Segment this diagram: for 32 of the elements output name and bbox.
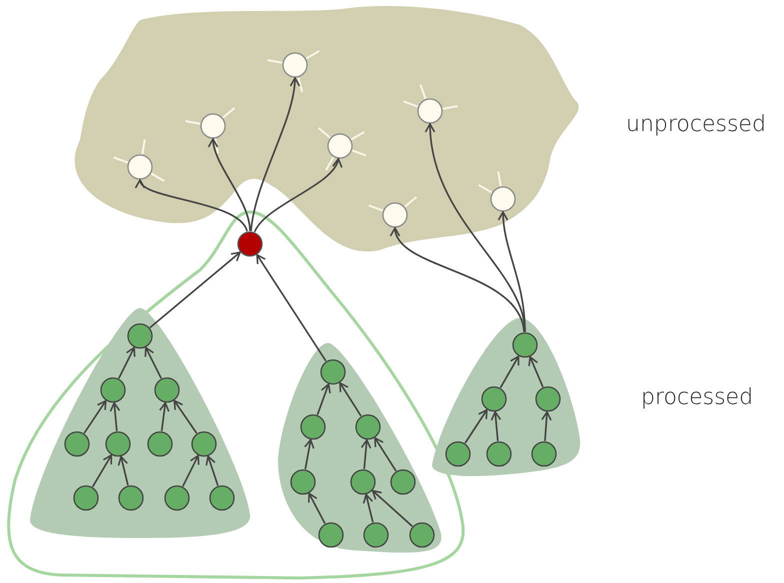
arrow [304,439,314,470]
arrow [316,383,331,416]
arrow [339,382,362,416]
arrow [490,411,502,442]
arrow [308,492,326,524]
arrow [174,400,198,434]
arrow [360,439,372,470]
arrow [256,254,327,362]
arrow [149,252,241,328]
arrow [144,346,162,379]
arrow [110,402,120,432]
arrow [182,454,200,487]
arrow [392,227,525,332]
arrow [159,402,170,432]
arrow [362,494,374,523]
arrow [206,456,219,486]
arrow [498,211,526,332]
arrow [374,437,397,472]
arrow [92,454,112,488]
arrow [250,77,300,232]
arrow [464,409,488,444]
arrow [84,400,107,434]
arrow [208,138,251,232]
arrow [528,356,544,388]
arrow [118,456,129,486]
arrow [118,346,136,379]
arrow [372,490,413,527]
arrow [541,411,552,442]
annotation-label: unprocessed [626,112,766,137]
arrow [254,158,341,232]
annotation-label: processed [641,385,754,410]
arrow [500,355,520,388]
